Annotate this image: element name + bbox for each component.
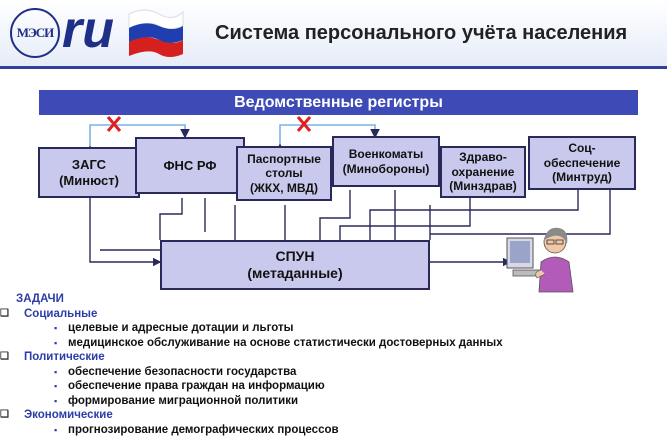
- tasks-section: ЗАДАЧИ Социальные целевые и адресные дот…: [0, 292, 503, 438]
- passport-line2: столы: [265, 166, 303, 181]
- register-zags: ЗАГС(Минюст): [38, 147, 140, 198]
- page-title: Система персонального учёта населения: [215, 22, 628, 44]
- list-item: обеспечение безопасности государства: [16, 365, 503, 380]
- ru-logo: ru: [62, 1, 114, 59]
- spun-subtitle: (метаданные): [247, 265, 343, 281]
- register-social: Соц-обеспечение(Минтруд): [528, 136, 636, 190]
- passport-line3: (ЖКХ, МВД): [250, 180, 318, 195]
- zags-name: ЗАГС: [71, 156, 107, 172]
- register-health: Здраво-охранение(Минздрав): [440, 146, 526, 198]
- health-line2: охранение: [451, 164, 515, 179]
- fns-name: ФНС РФ: [163, 157, 217, 173]
- spun-box: СПУН(метаданные): [160, 240, 430, 290]
- tasks-category-political: Политические: [0, 350, 503, 365]
- russian-flag-icon: [128, 9, 184, 57]
- health-line3: (Минздрав): [449, 179, 517, 194]
- tasks-category-economic: Экономические: [0, 408, 503, 423]
- registers-banner: Ведомственные регистры: [39, 90, 638, 115]
- list-item: прогнозирование демографических процессо…: [16, 423, 503, 438]
- voenkomat-name: Военкоматы: [348, 147, 424, 162]
- health-line1: Здраво-: [459, 150, 507, 165]
- list-item: целевые и адресные дотации и льготы: [16, 321, 503, 336]
- zags-ministry: (Минюст): [59, 172, 119, 188]
- tasks-category-social: Социальные: [0, 307, 503, 322]
- voenkomat-ministry: (Минобороны): [342, 161, 430, 176]
- social-line2: обеспечение: [543, 155, 621, 170]
- social-line3: (Минтруд): [552, 170, 612, 185]
- header-divider: [0, 66, 667, 69]
- spun-name: СПУН: [275, 248, 315, 265]
- list-item: обеспечение права граждан на информацию: [16, 379, 503, 394]
- social-line1: Соц-: [568, 141, 596, 156]
- list-item: формирование миграционной политики: [16, 394, 503, 409]
- mesi-logo: МЭСИ: [10, 8, 60, 58]
- cross-icon: [106, 116, 312, 132]
- list-item: медицинское обслуживание на основе стати…: [16, 336, 503, 351]
- passport-line1: Паспортные: [247, 151, 321, 166]
- header-bar: [0, 0, 667, 66]
- tasks-heading: ЗАДАЧИ: [16, 293, 64, 305]
- user-at-computer-icon: [506, 227, 574, 293]
- register-fns: ФНС РФ: [135, 137, 245, 194]
- register-voenkomat: Военкоматы(Минобороны): [332, 136, 440, 187]
